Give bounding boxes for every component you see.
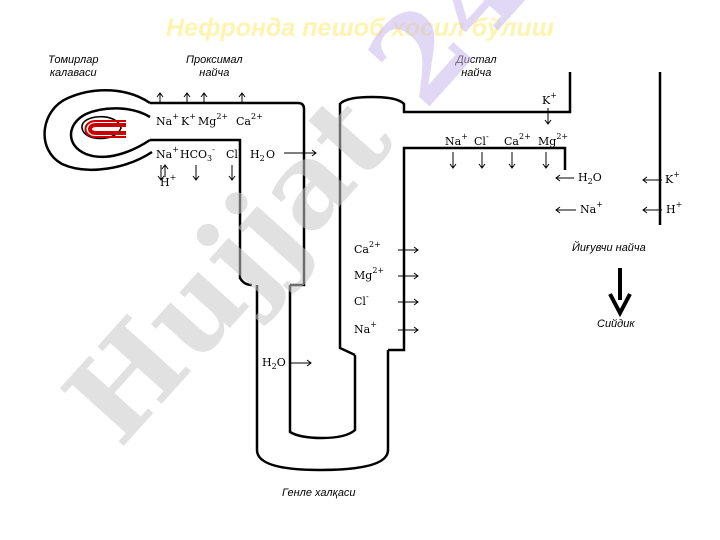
proximal-down-arrow-1 (192, 165, 200, 181)
proximal-top-ion-mg: Mg2+ (198, 112, 228, 128)
loop-of-henle (255, 72, 572, 472)
loop-water-arrow (290, 359, 312, 367)
label-glomerulus-line2: калаваси (49, 67, 97, 79)
distal-k-arrow (544, 108, 552, 125)
proximal-h-arrow (161, 164, 169, 177)
label-proximal-line2: найча (199, 67, 230, 79)
label-collecting-duct: Йиғувчи найча (572, 242, 646, 254)
proximal-bottom-ion-1: HCO3- (180, 145, 215, 163)
proximal-bottom-ion-2: Cl- (226, 145, 241, 161)
urine-arrow (608, 268, 632, 318)
label-distal: Дистал найча (456, 54, 497, 80)
distal-ion-1: Cl- (474, 132, 489, 148)
label-proximal-line1: Проксимал (186, 54, 243, 66)
label-glomerulus-line1: Томирлар (48, 54, 99, 66)
collecting-k: K+ (665, 170, 680, 186)
distal-ion-2: Ca2+ (504, 132, 531, 148)
proximal-water-tail: O (266, 148, 275, 161)
distal-na: Na+ (580, 200, 603, 216)
loop-ion-cl: Cl- (354, 292, 369, 308)
distal-ion-3: Mg2+ (538, 132, 568, 148)
collecting-h-arrow (642, 206, 662, 214)
page-title: Нефронда пешоб хосил бўлиш (165, 14, 555, 42)
label-glomerulus: Томирлар калаваси (48, 54, 98, 80)
proximal-top-ion-ca: Ca2+ (236, 112, 263, 128)
loop-ion-arrow-3 (398, 326, 419, 334)
label-distal-line2: найча (461, 67, 492, 79)
distal-arrow-0 (449, 152, 457, 169)
loop-water: H2O (262, 356, 286, 371)
collecting-h: H+ (666, 200, 682, 216)
label-loop-of-henle: Генле халқаси (282, 487, 356, 499)
loop-ion-arrow-0 (398, 246, 419, 254)
proximal-water-arrow (284, 149, 317, 157)
label-proximal: Проксимал найча (186, 54, 243, 80)
reabsorb-arrow-3 (238, 92, 246, 104)
distal-arrow-2 (508, 152, 516, 169)
proximal-bottom-ion-0: Na+ (156, 145, 179, 161)
collecting-k-arrow (642, 176, 662, 184)
loop-ion-arrow-2 (398, 298, 419, 306)
proximal-top-ion-k: K+ (181, 112, 196, 128)
loop-ion-ca: Ca2+ (354, 240, 381, 256)
distal-na-arrow (555, 206, 576, 214)
reabsorb-arrow-0 (156, 92, 164, 104)
loop-ion-arrow-1 (398, 272, 419, 280)
proximal-down-arrow-2 (228, 165, 236, 181)
reabsorb-arrow-2 (200, 92, 208, 104)
distal-water-arrow (555, 174, 574, 182)
label-urine: Сийдик (597, 318, 635, 330)
proximal-tubule (150, 101, 306, 287)
proximal-bottom-ion-3: H2 (250, 148, 265, 163)
transport-arrows (156, 92, 662, 367)
distal-water: H2O (578, 171, 602, 186)
label-distal-line1: Дистал (456, 54, 497, 66)
distal-k: K+ (542, 91, 557, 107)
proximal-down-arrow-0 (157, 165, 165, 181)
distal-arrow-3 (542, 152, 550, 169)
distal-arrow-1 (478, 152, 486, 169)
distal-ion-0: Na+ (445, 132, 468, 148)
glomerulus-graphic (43, 89, 153, 171)
proximal-top-ion-na: Na+ (156, 112, 179, 128)
reabsorb-arrow-1 (183, 92, 191, 104)
loop-ion-mg: Mg2+ (354, 266, 384, 282)
proximal-h-secretion: H+ (160, 173, 176, 189)
loop-ion-na: Na+ (354, 320, 377, 336)
